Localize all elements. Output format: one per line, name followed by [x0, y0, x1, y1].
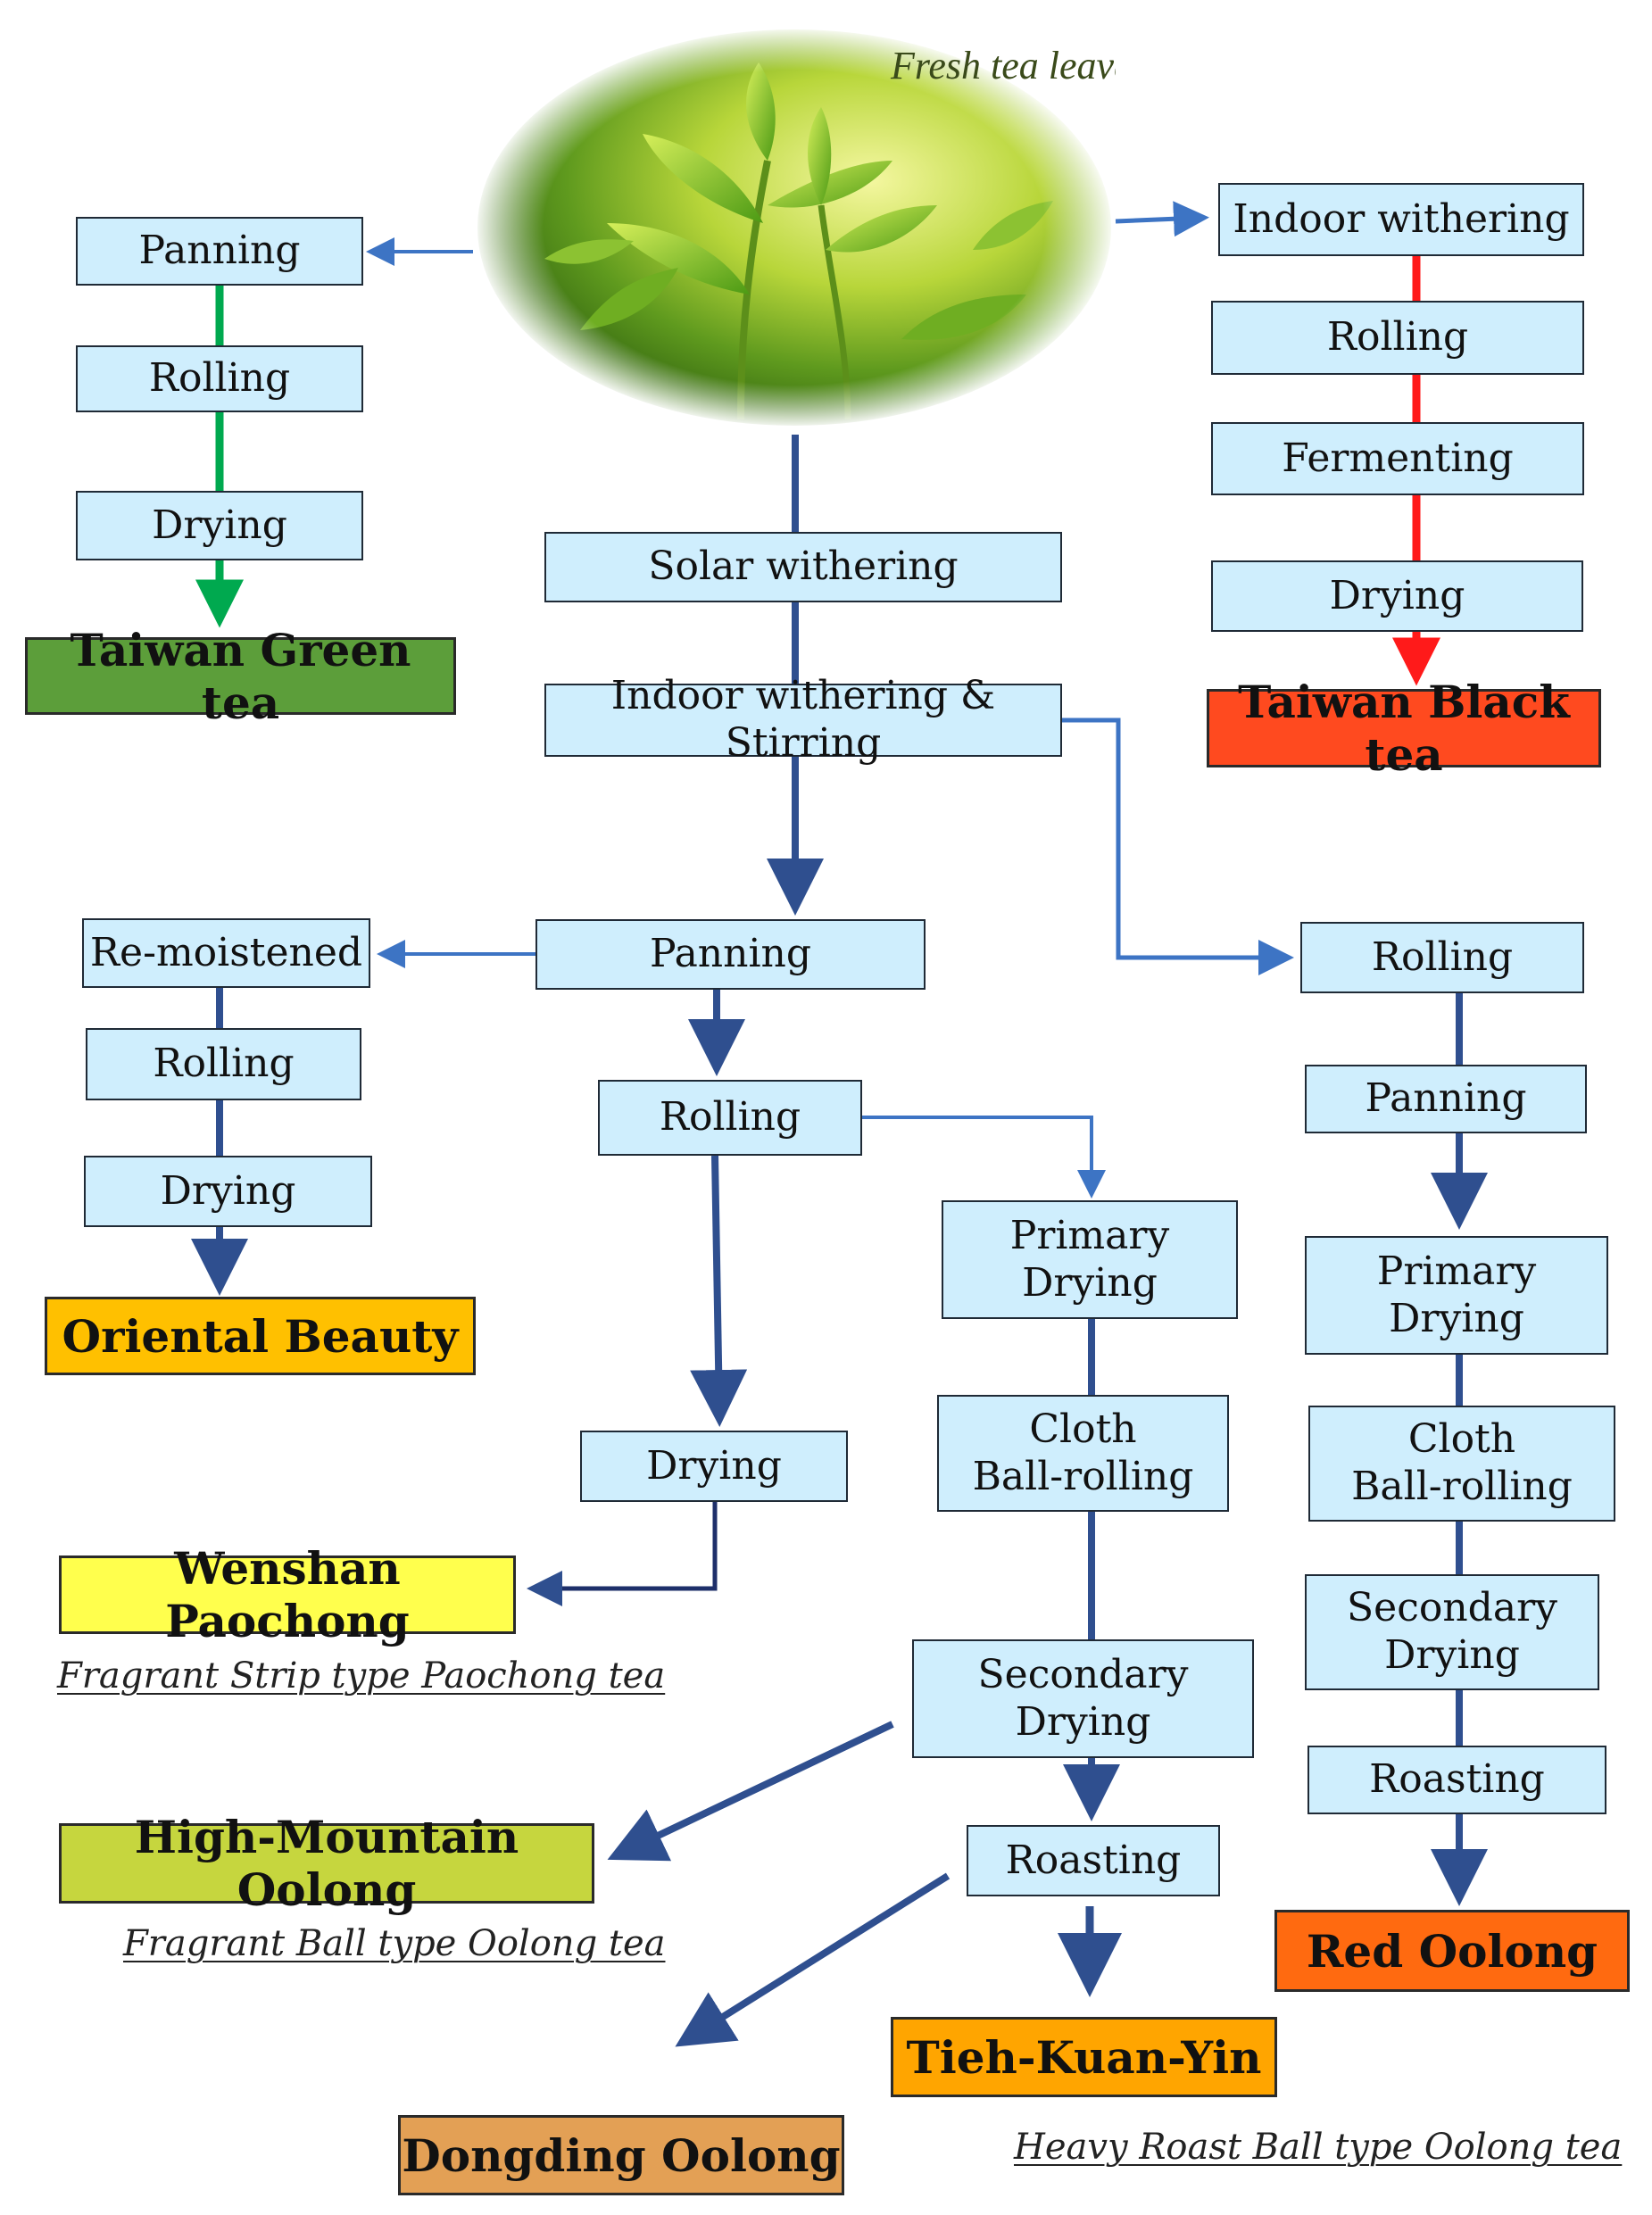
oriental-drying-box: Drying [84, 1156, 372, 1227]
red-primary-line1: Primary [1376, 1248, 1537, 1294]
high-mountain-oolong-product: High-Mountain Oolong [59, 1811, 594, 1916]
black-rolling-box: Rolling [1211, 301, 1584, 375]
green-rolling-box: Rolling [76, 345, 363, 412]
red-primary-drying-box: Primary Drying [1305, 1236, 1608, 1355]
green-drying-box: Drying [76, 491, 363, 560]
tieh-kuan-yin-product: Tieh-Kuan-Yin [891, 2017, 1277, 2097]
ball-primary-line1: Primary [1009, 1212, 1170, 1258]
ball-cloth-line1: Cloth [1029, 1406, 1137, 1452]
arrow-roasting-to-dongding [675, 1872, 951, 2047]
center-drying-box: Drying [580, 1431, 848, 1502]
red-secondary-line1: Secondary [1347, 1585, 1557, 1631]
high-mountain-note: Fragrant Ball type Oolong tea [123, 1923, 666, 1964]
image-caption: Fresh tea leaves [890, 44, 1116, 87]
arrow-secondary-to-highmountain [607, 1721, 894, 1862]
center-rolling-box: Rolling [598, 1080, 862, 1156]
red-roasting-box: Roasting [1307, 1746, 1606, 1814]
black-indoor-withering-box: Indoor withering [1218, 183, 1584, 256]
fresh-tea-leaves-image: Fresh tea leaves [473, 27, 1116, 428]
center-panning-box: Panning [535, 919, 926, 990]
red-primary-line2: Drying [1389, 1295, 1524, 1341]
black-tea-product: Taiwan Black tea [1207, 676, 1601, 781]
indoor-withering-stirring-box: Indoor withering & Stirring [544, 673, 1062, 766]
arrow-rolling-to-drying [690, 1155, 748, 1427]
arrow-drying-to-wenshan [527, 1502, 718, 1606]
oriental-rolling-box: Rolling [86, 1028, 361, 1100]
arrow-rolling-to-primary [862, 1116, 1106, 1199]
arrow-image-to-indoor [1115, 201, 1209, 237]
ball-primary-drying-box: Primary Drying [942, 1200, 1238, 1319]
arrow-indoor-to-red-rolling [1062, 718, 1294, 975]
tieh-kuan-yin-note: Heavy Roast Ball type Oolong tea [1014, 2127, 1623, 2168]
remoistened-box: Re-moistened [82, 918, 370, 988]
ball-secondary-line2: Drying [1015, 1698, 1151, 1745]
dongding-oolong-product: Dongding Oolong [398, 2115, 844, 2195]
red-secondary-line2: Drying [1384, 1632, 1520, 1678]
wenshan-note: Fragrant Strip type Paochong tea [57, 1655, 666, 1697]
red-cloth-rolling-box: Cloth Ball-rolling [1308, 1406, 1615, 1522]
red-rolling-box: Rolling [1300, 922, 1584, 993]
red-secondary-drying-box: Secondary Drying [1305, 1574, 1599, 1690]
solar-withering-box: Solar withering [544, 532, 1062, 602]
red-cloth-line2: Ball-rolling [1351, 1464, 1573, 1509]
ball-roasting-box: Roasting [967, 1825, 1220, 1896]
green-tea-product: Taiwan Green tea [25, 624, 456, 729]
ball-primary-line2: Drying [1022, 1259, 1158, 1306]
red-panning-box: Panning [1305, 1065, 1587, 1133]
wenshan-paochong-product: Wenshan Paochong [59, 1542, 516, 1647]
ball-cloth-rolling-box: Cloth Ball-rolling [937, 1395, 1229, 1512]
red-cloth-line1: Cloth [1407, 1416, 1516, 1463]
black-fermenting-box: Fermenting [1211, 422, 1584, 495]
ball-secondary-drying-box: Secondary Drying [912, 1639, 1254, 1758]
oriental-beauty-product: Oriental Beauty [45, 1297, 476, 1375]
green-panning-box: Panning [76, 217, 363, 286]
ball-cloth-line2: Ball-rolling [972, 1453, 1194, 1499]
red-oolong-product: Red Oolong [1274, 1910, 1630, 1992]
ball-secondary-line1: Secondary [977, 1651, 1189, 1697]
black-drying-box: Drying [1211, 560, 1583, 632]
